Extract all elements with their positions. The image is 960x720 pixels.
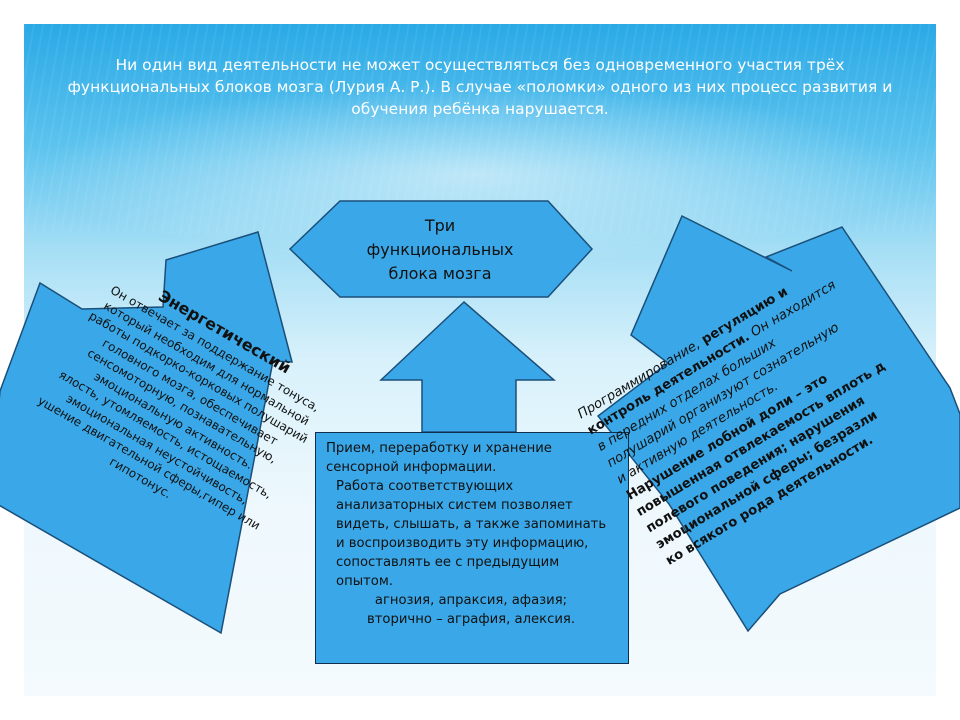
left-arrow-shape (0, 231, 293, 635)
right-arrow-shape (596, 214, 960, 633)
center-hexagon-shape (288, 200, 594, 298)
center-up-arrow-shape (379, 300, 557, 433)
center-title-line: блока мозга (388, 264, 492, 283)
sensory-block-box: Прием, переработку и хранение сенсорной … (315, 432, 629, 664)
center-title-line: функциональных (366, 240, 514, 259)
sensory-block-summary: Прием, переработку и хранение сенсорной … (326, 441, 552, 475)
center-title: Три функциональных блока мозга (339, 214, 541, 286)
sensory-block-disorders: агнозия, апраксия, афазия; (374, 593, 568, 608)
center-title-line: Три (424, 216, 456, 235)
header-text: Ни один вид деятельности не может осущес… (67, 56, 893, 118)
sensory-block-description: Работа соответствующих анализаторных сис… (336, 479, 607, 589)
sensory-block-secondary-disorders: вторично – аграфия, алексия. (366, 612, 576, 627)
